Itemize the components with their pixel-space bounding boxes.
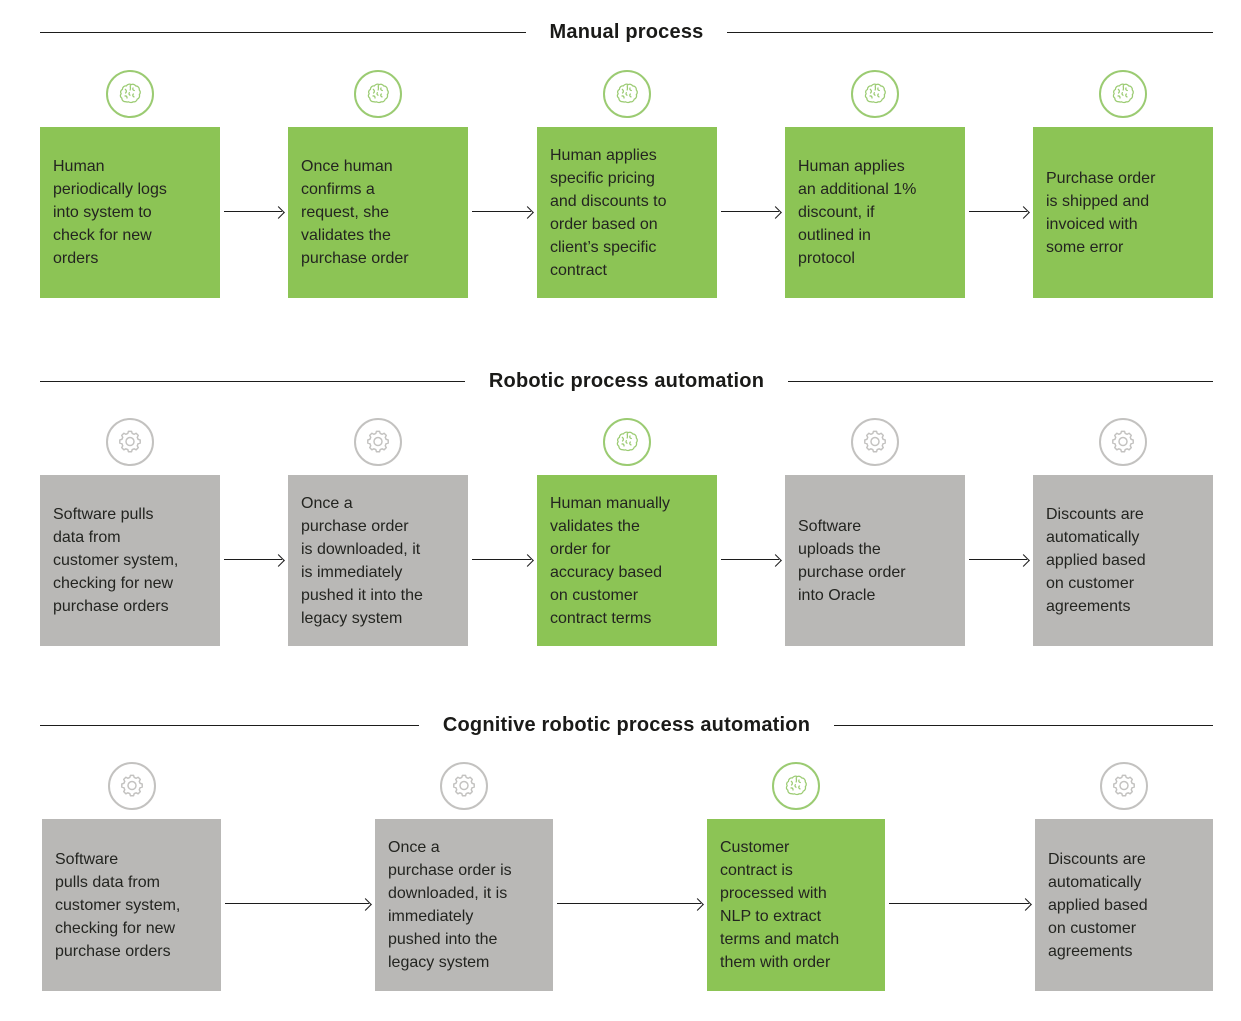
process-step: Customer contract is processed with NLP … (707, 762, 885, 991)
brain-icon (772, 762, 820, 810)
section-header-manual: Manual process (40, 18, 1213, 46)
step-text: Human manually validates the order for a… (550, 494, 671, 627)
section-header-cognitive-rpa: Cognitive robotic process automation (40, 711, 1213, 739)
step-text: Human applies specific pricing and disco… (550, 146, 667, 279)
process-step: Discounts are automatically applied base… (1035, 762, 1213, 991)
step-box: Human manually validates the order for a… (537, 475, 717, 646)
gear-icon (354, 418, 402, 466)
step-text: Once a purchase order is downloaded, it … (388, 839, 512, 971)
divider-line (40, 380, 465, 382)
step-text: Once human confirms a request, she valid… (301, 158, 409, 267)
flow-arrow (557, 896, 704, 912)
divider-line (788, 380, 1214, 382)
process-step: Discounts are automatically applied base… (1033, 418, 1213, 646)
process-step: Once a purchase order is downloaded, it … (375, 762, 553, 991)
step-box: Discounts are automatically applied base… (1035, 819, 1213, 991)
gear-icon (440, 762, 488, 810)
flow-arrow (969, 552, 1030, 568)
step-box: Purchase order is shipped and invoiced w… (1033, 127, 1213, 298)
step-text: Human applies an additional 1% discount,… (798, 158, 917, 267)
step-text: Software pulls data from customer system… (53, 506, 179, 615)
step-text: Purchase order is shipped and invoiced w… (1046, 169, 1156, 256)
step-box: Once a purchase order is downloaded, it … (288, 475, 468, 646)
gear-icon (1099, 418, 1147, 466)
flow-arrow (721, 204, 782, 220)
section-header-rpa: Robotic process automation (40, 367, 1214, 395)
section-title: Manual process (549, 20, 704, 43)
step-text: Customer contract is processed with NLP … (720, 839, 840, 971)
flow-arrow (225, 896, 372, 912)
gear-icon (851, 418, 899, 466)
gear-icon (106, 418, 154, 466)
section-title: Robotic process automation (488, 369, 765, 392)
divider-line (40, 724, 419, 726)
process-step: Software pulls data from customer system… (40, 418, 220, 646)
step-box: Once a purchase order is downloaded, it … (375, 819, 553, 991)
step-box: Once human confirms a request, she valid… (288, 127, 468, 298)
brain-icon (106, 70, 154, 118)
flow-arrow (472, 204, 534, 220)
divider-line (727, 31, 1213, 33)
flow-arrow (472, 552, 534, 568)
step-text: Software uploads the purchase order into… (798, 517, 906, 604)
flow-arrow (889, 896, 1032, 912)
flow-arrow (224, 552, 285, 568)
brain-icon (603, 70, 651, 118)
step-text: Once a purchase order is downloaded, it … (301, 494, 423, 627)
step-box: Software uploads the purchase order into… (785, 475, 965, 646)
process-step: Human applies specific pricing and disco… (537, 70, 717, 298)
section-title: Cognitive robotic process automation (442, 713, 811, 736)
divider-line (40, 31, 526, 33)
flow-arrow (969, 204, 1030, 220)
step-box: Human applies specific pricing and disco… (537, 127, 717, 298)
divider-line (834, 724, 1213, 726)
process-step: Human manually validates the order for a… (537, 418, 717, 646)
brain-icon (851, 70, 899, 118)
flow-arrow (721, 552, 782, 568)
brain-icon (354, 70, 402, 118)
process-step: Software uploads the purchase order into… (785, 418, 965, 646)
process-step: Software pulls data from customer system… (42, 762, 221, 991)
step-box: Customer contract is processed with NLP … (707, 819, 885, 991)
flow-arrow (224, 204, 285, 220)
brain-icon (603, 418, 651, 466)
step-text: Discounts are automatically applied base… (1046, 506, 1146, 615)
gear-icon (107, 762, 156, 810)
step-box: Discounts are automatically applied base… (1033, 475, 1213, 646)
process-step: Once human confirms a request, she valid… (288, 70, 468, 298)
step-box: Software pulls data from customer system… (40, 475, 220, 646)
process-step: Human periodically logs into system to c… (40, 70, 220, 298)
step-text: Human periodically logs into system to c… (53, 158, 167, 267)
step-text: Discounts are automatically applied base… (1048, 850, 1148, 960)
step-text: Software pulls data from customer system… (55, 850, 181, 960)
process-step: Once a purchase order is downloaded, it … (288, 418, 468, 646)
process-step: Purchase order is shipped and invoiced w… (1033, 70, 1213, 298)
step-box: Human periodically logs into system to c… (40, 127, 220, 298)
step-box: Human applies an additional 1% discount,… (785, 127, 965, 298)
step-box: Software pulls data from customer system… (42, 819, 221, 991)
brain-icon (1099, 70, 1147, 118)
process-step: Human applies an additional 1% discount,… (785, 70, 965, 298)
gear-icon (1100, 762, 1148, 810)
